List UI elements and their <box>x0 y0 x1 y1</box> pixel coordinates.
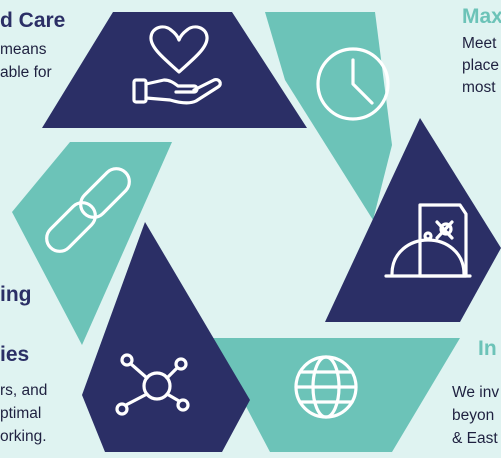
segment-link <box>12 142 172 345</box>
clock-icon <box>316 47 390 121</box>
heart-in-hand-icon <box>132 25 222 105</box>
care-text-line-1: means <box>0 41 47 58</box>
max-heading: Max <box>462 5 501 28</box>
segment-globe <box>210 338 460 452</box>
left-heading-line-2: ies <box>0 343 30 366</box>
segment-max <box>265 12 392 220</box>
segment-network <box>82 222 250 452</box>
right-text-line-3: & East <box>452 430 498 447</box>
left-heading-line-1: ing <box>0 283 32 306</box>
care-text-line-2: able for <box>0 64 52 81</box>
max-text-line-1: Meet <box>462 35 497 52</box>
menu-cloche-icon <box>384 203 472 278</box>
globe-icon <box>294 355 358 419</box>
left-text-line-2: ptimal <box>0 405 42 422</box>
max-text-line-2: place <box>462 57 500 74</box>
care-heading: d Care <box>0 9 66 32</box>
segment-menu <box>325 118 501 322</box>
max-text-line-3: most <box>462 79 496 96</box>
left-text-line-1: rs, and <box>0 382 48 399</box>
link-chain-icon <box>45 167 131 253</box>
right-text-line-2: beyon <box>452 407 495 424</box>
right-heading: In <box>478 337 497 360</box>
left-text-line-3: orking. <box>0 428 47 445</box>
right-text-line-1: We inv <box>452 384 500 401</box>
network-icon <box>115 353 190 416</box>
